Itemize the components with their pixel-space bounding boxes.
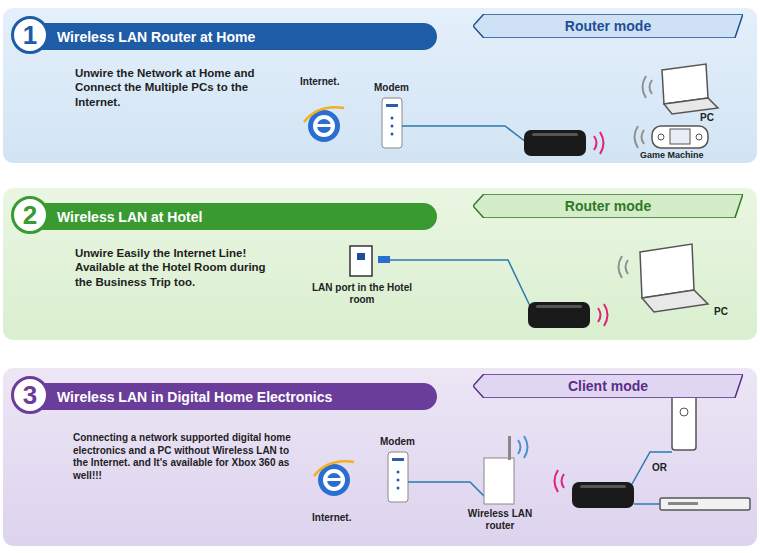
step-number-text: 1 [23,22,37,48]
wireless-waves [518,436,528,458]
cable [402,126,526,142]
game-machine-icon [652,126,708,148]
mode-tab: Router mode [473,14,743,38]
description-text: Unwire the Network at Home and Connect t… [75,66,290,109]
ie-icon [314,461,354,496]
router-device [524,130,586,156]
step-number: 2 [11,196,49,234]
modem-icon [382,98,402,148]
cable [634,503,660,505]
title-text: Wireless LAN Router at Home [57,29,255,45]
laptop-icon [662,64,718,114]
step-number-text: 2 [23,202,37,228]
modem-icon [388,452,408,502]
mode-text: Client mode [568,378,648,394]
player-device [660,498,750,510]
title-text: Wireless LAN at Hotel [57,209,202,225]
game-machine-label: Game Machine [640,150,740,160]
router-device [528,302,590,328]
router-device [572,482,634,508]
pc-label: PC [714,306,738,318]
step-number: 1 [11,16,49,54]
lan-port [350,246,390,276]
internet-label: Internet. [300,76,360,88]
wireless-lan-router-label: Wireless LAN router [462,508,538,531]
mode-text: Router mode [565,198,651,214]
lan-port-label: LAN port in the Hotel room [306,282,418,305]
wireless-waves [598,304,608,326]
cable [632,452,672,484]
or-label: OR [652,462,672,474]
title-band: Wireless LAN Router at Home [27,23,437,50]
step-number: 3 [11,376,49,414]
wireless-waves [635,126,645,148]
laptop-icon [640,244,708,312]
mode-text: Router mode [565,18,651,34]
title-band: Wireless LAN at Hotel [27,203,437,230]
mode-tab: Router mode [473,194,743,218]
ie-icon [304,107,344,142]
pc-label: PC [700,112,724,124]
wireless-waves [619,256,629,278]
modem-label: Modem [374,82,424,94]
cable [408,482,484,496]
wireless-waves [594,132,604,154]
title-text: Wireless LAN in Digital Home Electronics [57,389,332,405]
step-number-text: 3 [23,382,37,408]
wireless-waves [643,76,653,98]
xbox-console [672,392,696,450]
description-text: Unwire Easily the Internet Line! Availab… [75,246,280,289]
scenario-panel: Connecting a network supported digital h… [3,368,757,546]
wireless-waves [555,470,565,492]
title-band: Wireless LAN in Digital Home Electronics [27,383,437,410]
wireless-lan-router-icon [484,436,514,504]
description-text: Connecting a network supported digital h… [73,432,298,482]
modem-label: Modem [380,436,430,448]
mode-tab: Client mode [473,374,743,398]
internet-label: Internet. [312,512,372,524]
